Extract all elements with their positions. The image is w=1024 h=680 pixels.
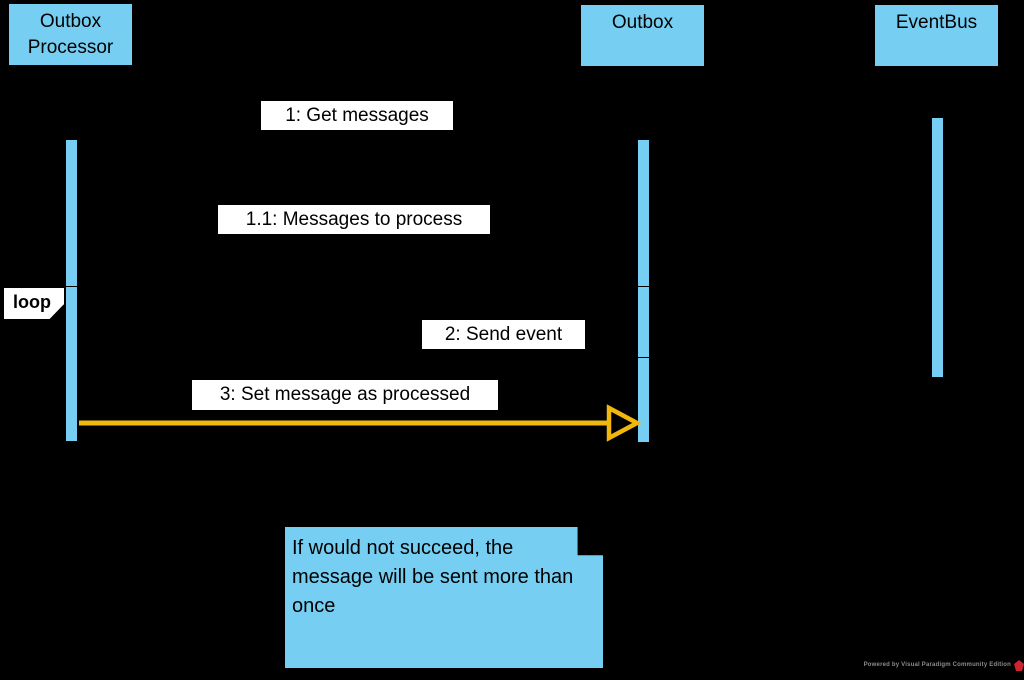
message-label-set-message-processed[interactable]: 3: Set message as processed <box>192 380 498 410</box>
participant-label: Outbox Processor <box>27 11 114 58</box>
participant-box-eventbus[interactable]: EventBus <box>874 4 999 67</box>
participant-box-outbox-processor[interactable]: Outbox Processor <box>8 3 133 66</box>
participant-box-outbox[interactable]: Outbox <box>580 4 705 67</box>
activation-bar-eventbus[interactable] <box>931 117 944 378</box>
watermark-text: Powered by Visual Paradigm Community Edi… <box>863 662 1011 668</box>
activation-bar-outbox-segment[interactable] <box>637 286 650 358</box>
note-box[interactable]: If would not succeed, the message will b… <box>285 527 603 668</box>
watermark: Powered by Visual Paradigm Community Edi… <box>860 658 1024 672</box>
message-label-get-messages[interactable]: 1: Get messages <box>261 101 453 130</box>
loop-operator-label: loop <box>13 292 51 312</box>
message-label-messages-to-process[interactable]: 1.1: Messages to process <box>218 205 490 234</box>
message-3-arrow[interactable] <box>79 403 641 443</box>
message-label-send-event[interactable]: 2: Send event <box>422 320 585 349</box>
loop-fragment-operator[interactable]: loop <box>4 288 64 319</box>
participant-label: Outbox <box>611 12 674 33</box>
activation-bar-outbox-segment[interactable] <box>637 357 650 443</box>
participant-label: EventBus <box>895 12 978 33</box>
visual-paradigm-logo-icon <box>1014 659 1024 671</box>
arrow-open-head-icon <box>606 404 641 442</box>
activation-bar-outbox-segment[interactable] <box>637 139 650 287</box>
note-text: If would not succeed, the message will b… <box>292 537 574 617</box>
activation-bar-outbox-processor-segment[interactable] <box>65 139 78 287</box>
activation-bar-outbox-processor-segment[interactable] <box>65 286 78 442</box>
